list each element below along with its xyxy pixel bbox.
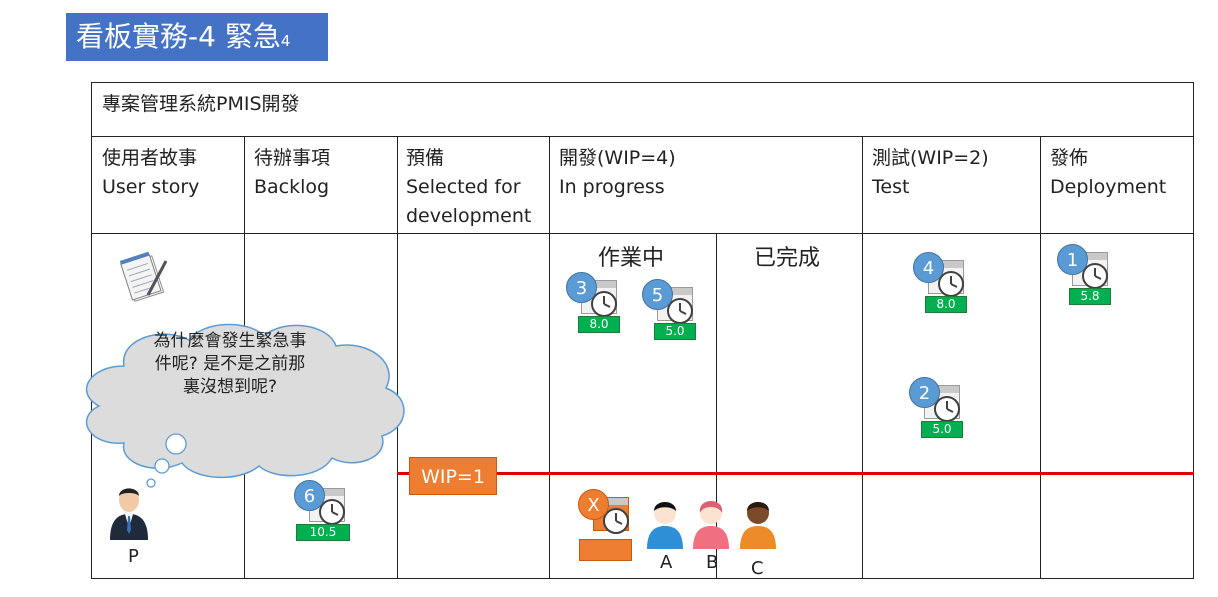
task-card[interactable]: 3 8.0 [566, 272, 626, 333]
person-label-p: P [128, 546, 139, 567]
column-zh: 開發(WIP=4) [559, 147, 676, 169]
subcolumn-doing: 作業中 [598, 246, 665, 271]
column-header-user-story: 使用者故事 User story [102, 144, 199, 202]
person-label-b: B [706, 552, 719, 573]
estimate-badge: 5.0 [921, 421, 963, 438]
title-subscript: 4 [280, 32, 291, 50]
developer-a-icon [647, 502, 683, 549]
subcolumn-done: 已完成 [754, 246, 821, 271]
card-number-badge: 2 [909, 377, 940, 408]
developer-b-icon [693, 501, 729, 549]
estimate-badge: 5.0 [654, 323, 696, 340]
estimate-badge: 8.0 [925, 296, 967, 313]
grid-line [549, 136, 550, 579]
column-header-in-progress: 開發(WIP=4) In progress [559, 144, 676, 202]
card-number-badge: 4 [913, 252, 944, 283]
column-header-deployment: 發佈 Deployment [1050, 144, 1166, 202]
estimate-badge: 8.0 [578, 316, 620, 333]
thought-cloud [86, 323, 405, 478]
thought-bubbles [146, 433, 187, 488]
grid-line [716, 233, 717, 579]
grid-line [397, 136, 398, 579]
clock-icon [1082, 263, 1108, 289]
column-en-2: development [406, 205, 532, 227]
grid-line [91, 578, 1194, 579]
column-zh: 待辦事項 [254, 147, 331, 169]
card-number-badge: 6 [294, 480, 325, 511]
column-zh: 發佈 [1050, 147, 1089, 169]
grid-line [1040, 136, 1041, 579]
grid-line [91, 233, 1194, 234]
clock-icon [938, 271, 964, 297]
title-main: 看板實務-4 緊急 [76, 20, 281, 53]
task-card[interactable]: 4 8.0 [913, 252, 973, 313]
task-card[interactable]: 5 5.0 [642, 279, 702, 340]
column-en: User story [102, 176, 200, 198]
project-title: 專案管理系統PMIS開發 [102, 93, 300, 115]
page-title: 看板實務-4 緊急4 [66, 13, 328, 61]
column-en: Backlog [254, 176, 330, 198]
wip-limit-label: WIP=1 [409, 457, 497, 495]
task-card[interactable]: 1 5.8 [1057, 244, 1117, 305]
person-label-c: C [751, 558, 764, 579]
estimate-badge: 10.5 [296, 524, 350, 541]
column-en: Selected for [406, 176, 521, 198]
estimate-badge: 5.8 [1069, 288, 1111, 305]
column-zh: 預備 [406, 147, 445, 169]
column-zh: 測試(WIP=2) [872, 147, 989, 169]
grid-line [862, 136, 863, 579]
notepad-icon [119, 251, 168, 302]
card-number-badge: X [578, 489, 609, 520]
task-card[interactable]: 2 5.0 [909, 377, 969, 438]
clock-icon [603, 508, 629, 534]
thought-line: 為什麼會發生緊急事 [153, 331, 307, 351]
column-header-test: 測試(WIP=2) Test [872, 144, 989, 202]
thought-line: 裏沒想到呢? [182, 377, 278, 397]
grid-line [91, 82, 92, 579]
manager-avatar-icon [110, 488, 148, 540]
column-en: In progress [559, 176, 665, 198]
urgent-task-card[interactable]: X [578, 489, 638, 549]
column-header-backlog: 待辦事項 Backlog [254, 144, 330, 202]
column-en: Deployment [1050, 176, 1167, 198]
card-number-badge: 1 [1057, 244, 1088, 275]
urgent-card-bar [579, 539, 632, 561]
grid-line [1193, 82, 1194, 579]
developer-c-icon [740, 502, 776, 549]
grid-line [91, 136, 1194, 137]
card-number-badge: 3 [566, 272, 597, 303]
column-en: Test [872, 176, 910, 198]
wip-limit-line [397, 472, 1194, 475]
person-label-a: A [660, 552, 673, 573]
card-number-badge: 5 [642, 279, 673, 310]
grid-line [91, 82, 1194, 83]
thought-line: 件呢? 是不是之前那 [154, 354, 306, 374]
task-card[interactable]: 6 10.5 [294, 480, 354, 541]
column-header-selected: 預備 Selected for development [406, 144, 531, 231]
column-zh: 使用者故事 [102, 147, 198, 169]
thought-text: 為什麼會發生緊急事 件呢? 是不是之前那 裏沒想到呢? [110, 330, 350, 399]
